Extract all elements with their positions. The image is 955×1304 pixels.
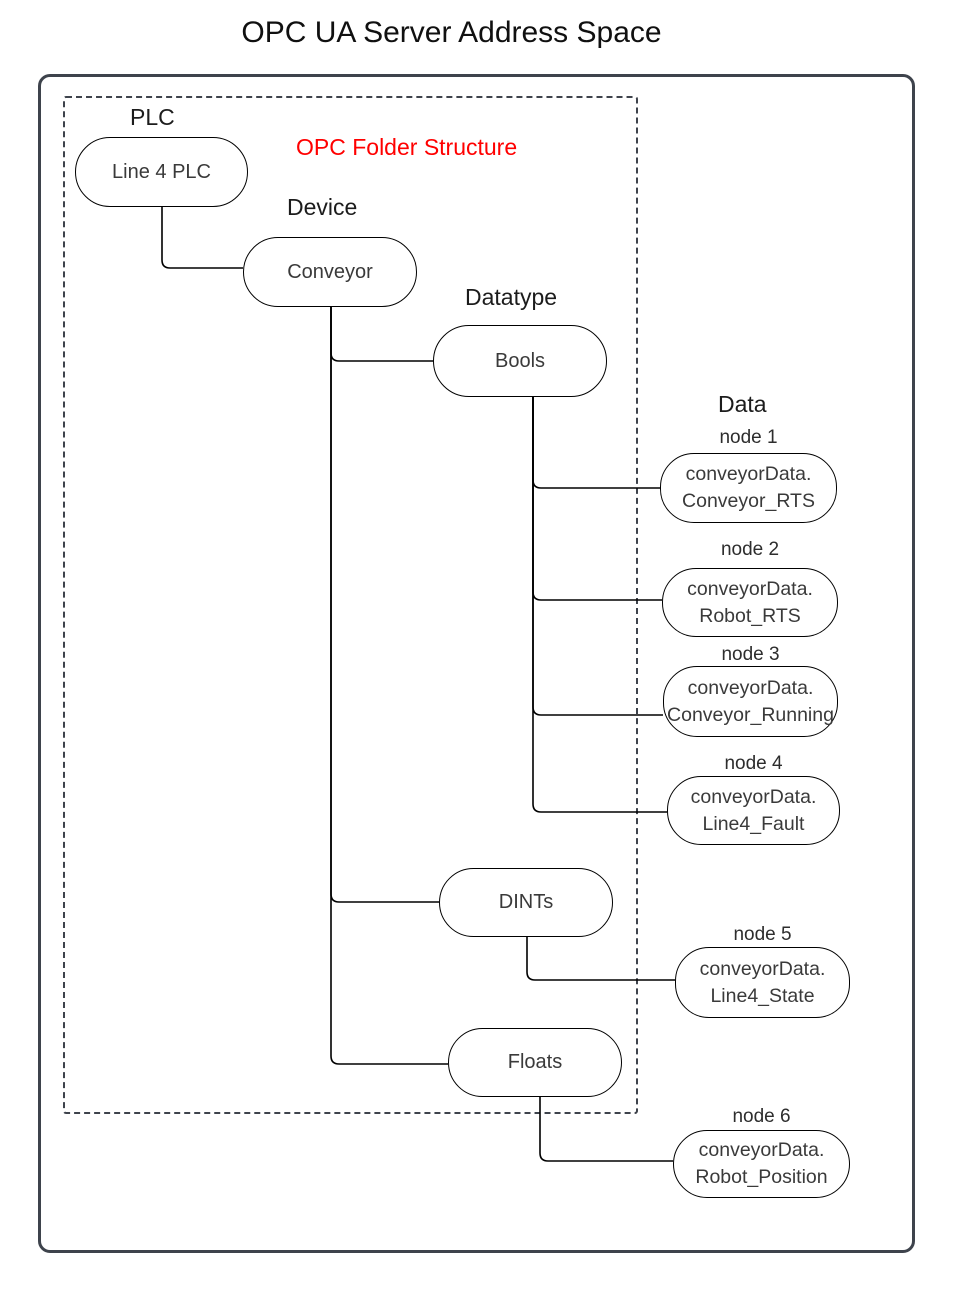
connector-conveyor-to-bools	[330, 307, 433, 362]
connector-conveyor-to-floats	[330, 307, 448, 1065]
level-label-plc: PLC	[130, 104, 175, 130]
node4-caption: node 4	[724, 753, 783, 774]
node6-caption: node 6	[732, 1106, 791, 1127]
node-dints-label: DINTs	[498, 891, 554, 913]
node-floats: Floats	[448, 1028, 622, 1097]
diagram-title: OPC UA Server Address Space	[241, 16, 662, 49]
node6-line2: Robot_Position	[695, 1166, 828, 1188]
node3-line2: Conveyor_Running	[667, 703, 834, 726]
connector-floats-to-node6	[539, 1097, 673, 1162]
node-floats-label: Floats	[507, 1051, 563, 1073]
connector-bools-to-node1	[532, 397, 660, 489]
level-label-datatype: Datatype	[465, 284, 558, 310]
node4-box: conveyorData. Line4_Fault	[667, 776, 840, 845]
node-conveyor: Conveyor	[243, 237, 417, 307]
level-label-data: Data	[718, 391, 767, 417]
node2-line1: conveyorData.	[687, 577, 813, 600]
opc-folder-structure-frame	[63, 96, 638, 1114]
node-conveyor-label: Conveyor	[287, 260, 373, 283]
connector-conveyor-to-dints	[330, 307, 439, 903]
node3-box: conveyorData. Conveyor_Running	[663, 666, 838, 737]
node2-box: conveyorData. Robot_RTS	[662, 568, 838, 637]
connector-plc-to-conveyor	[161, 207, 243, 269]
node5-box: conveyorData. Line4_State	[675, 947, 850, 1018]
address-space-frame	[38, 74, 915, 1253]
node3-line1: conveyorData.	[687, 676, 814, 699]
node1-line2: Conveyor_RTS	[682, 490, 815, 512]
connector-bools-to-node2	[532, 397, 662, 601]
node5-caption: node 5	[733, 924, 792, 945]
connector-bools-to-node4	[532, 397, 667, 813]
connector-bools-to-node3	[532, 397, 663, 716]
node1-box: conveyorData. Conveyor_RTS	[660, 453, 837, 523]
node1-caption: node 1	[719, 427, 778, 448]
node4-line1: conveyorData.	[690, 785, 817, 808]
node5-line2: Line4_State	[710, 984, 815, 1007]
node-bools: Bools	[433, 325, 607, 397]
node-line4-plc-label: Line 4 PLC	[112, 160, 211, 183]
node3-caption: node 3	[721, 644, 780, 665]
opc-folder-structure-label: OPC Folder Structure	[296, 134, 518, 160]
node2-caption: node 2	[720, 539, 780, 560]
node5-line1: conveyorData.	[699, 957, 826, 980]
node6-box: conveyorData. Robot_Position	[673, 1130, 850, 1198]
node4-line2: Line4_Fault	[702, 812, 805, 835]
level-label-device: Device	[287, 194, 358, 220]
node-bools-label: Bools	[494, 349, 546, 372]
node-line4-plc: Line 4 PLC	[75, 137, 248, 207]
node2-line2: Robot_RTS	[699, 604, 801, 627]
node-dints: DINTs	[439, 868, 613, 937]
node6-line1: conveyorData.	[698, 1139, 825, 1161]
node1-line1: conveyorData.	[685, 463, 812, 485]
connector-dints-to-node5	[526, 937, 675, 981]
